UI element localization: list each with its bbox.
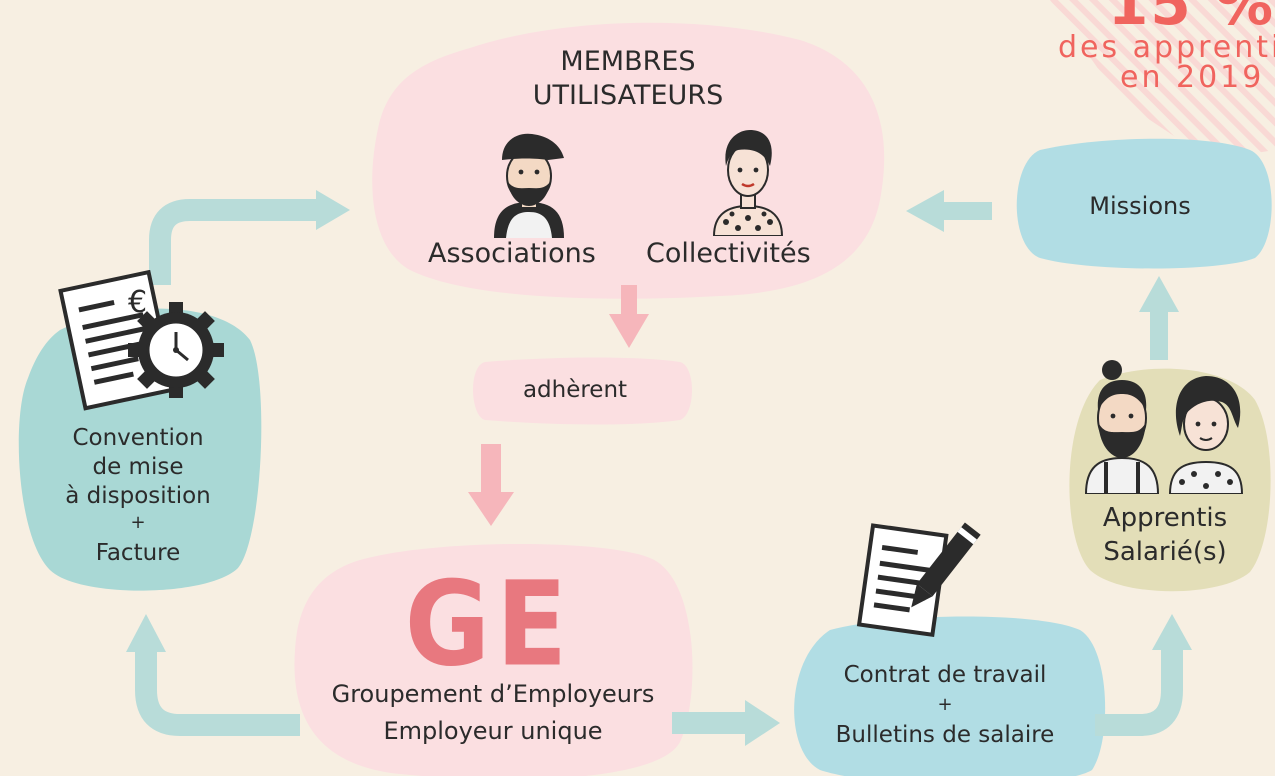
arrow-apprentis-to-missions	[1139, 276, 1179, 360]
ge-logo: GE	[404, 556, 574, 693]
arrow-members-to-adherent	[609, 285, 649, 348]
adherent-label: adhèrent	[522, 377, 628, 403]
ge-blob	[294, 544, 693, 776]
stat-line-2: en 2019	[1120, 60, 1265, 95]
apprentis-couple-icon	[1084, 360, 1244, 494]
missions-label: Missions	[1089, 192, 1191, 220]
woman-short-hair-icon	[712, 130, 784, 236]
convention-line-2: de mise	[92, 454, 184, 480]
convention-line-3: à disposition	[65, 483, 211, 509]
ge-line-2: Employeur unique	[383, 717, 603, 745]
gear-icon	[128, 302, 224, 398]
pen-icon	[911, 522, 981, 608]
convention-line-1: Convention	[72, 425, 204, 451]
contrat-line-1: Contrat de travail	[843, 662, 1047, 688]
convention-document-icon: €	[58, 270, 224, 411]
clock-icon	[146, 320, 206, 380]
apprentis-line-1: Apprentis	[1102, 503, 1228, 533]
members-title-line-2: UTILISATEURS	[532, 80, 724, 111]
arrow-contrat-to-apprentis	[1095, 614, 1192, 736]
convention-line-4: +	[130, 512, 146, 533]
arrow-missions-to-members	[906, 190, 992, 232]
members-title-line-1: MEMBRES	[560, 46, 696, 77]
contrat-line-2: +	[937, 694, 953, 715]
collectivites-label: Collectivités	[646, 238, 811, 269]
document-icon	[856, 523, 949, 638]
arrow-convention-to-members	[149, 190, 350, 285]
arrow-ge-to-convention	[126, 614, 300, 736]
stat-value: 15 %	[1108, 0, 1275, 38]
associations-label: Associations	[428, 238, 596, 269]
contrat-blob	[794, 616, 1106, 776]
euro-icon: €	[128, 285, 147, 320]
man-cap-icon	[494, 133, 564, 238]
contract-pen-icon	[856, 522, 981, 638]
arrow-ge-to-contrat	[672, 700, 780, 746]
missions-blob	[1016, 138, 1272, 269]
arrow-adherent-to-ge	[468, 444, 514, 526]
convention-line-5: Facture	[95, 540, 181, 566]
contrat-line-3: Bulletins de salaire	[835, 722, 1055, 748]
apprentis-line-2: Salarié(s)	[1103, 537, 1227, 567]
adherent-blob	[472, 357, 692, 425]
stat-line-1: des apprentis	[1058, 30, 1275, 65]
ge-line-1: Groupement d’Employeurs	[331, 680, 655, 708]
